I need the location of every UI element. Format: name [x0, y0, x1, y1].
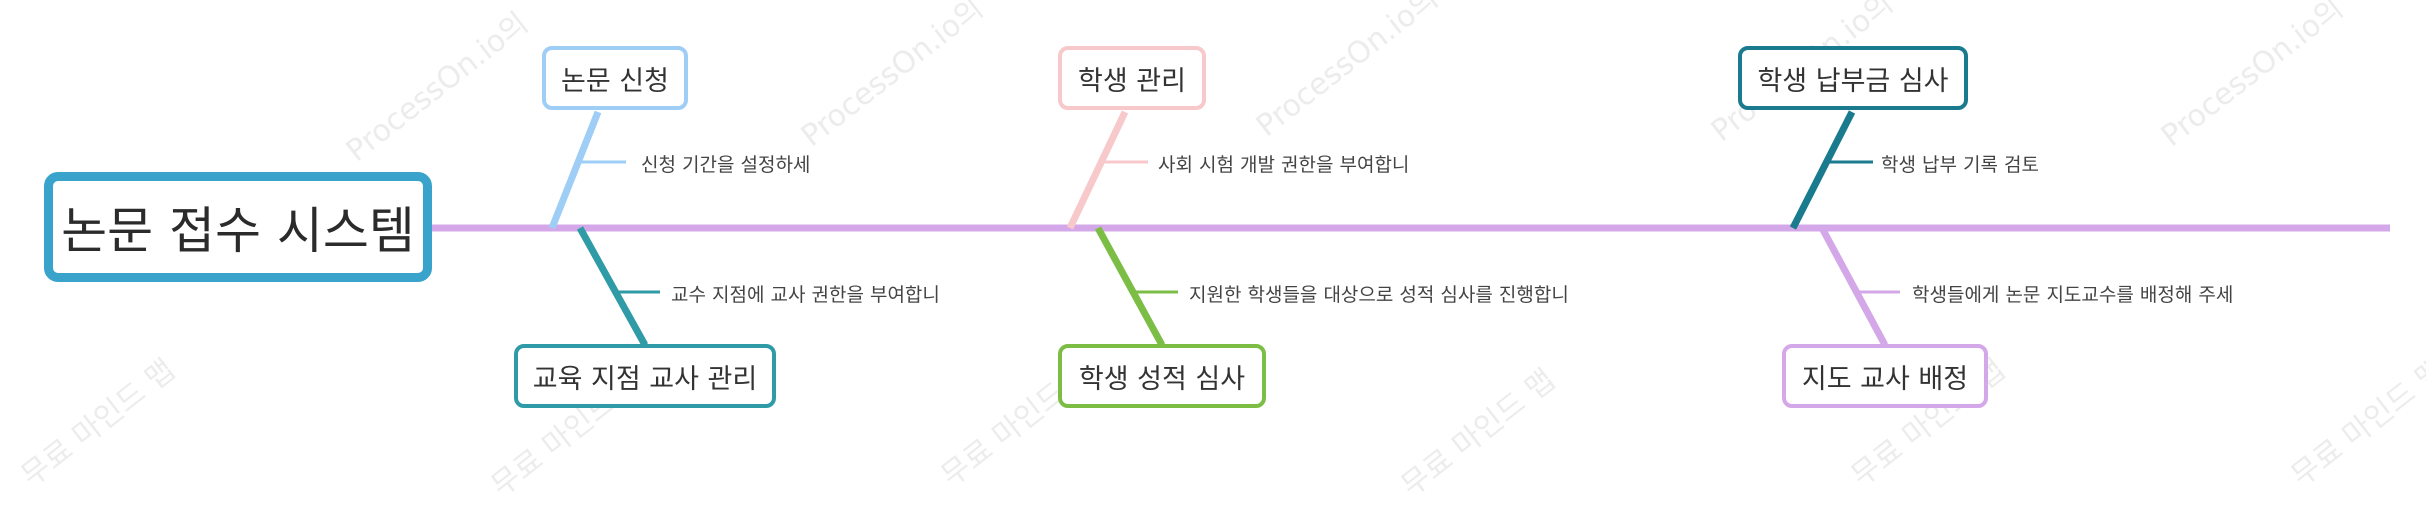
detail-student-management[interactable]: 사회 시험 개발 권한을 부여합니	[1158, 154, 1410, 176]
topic-advisor-assignment[interactable]: 지도 교사 배정	[1782, 344, 1988, 408]
branch-line-advisor-assignment	[1818, 226, 1889, 347]
detail-student-grade-review[interactable]: 지원한 학생들을 대상으로 성적 심사를 진행합니	[1189, 284, 1569, 306]
branch-line-student-grade-review	[1094, 226, 1166, 347]
topic-student-management[interactable]: 학생 관리	[1058, 46, 1206, 110]
branch-line-student-management	[1066, 110, 1129, 230]
root-topic[interactable]: 논문 접수 시스템	[44, 172, 432, 282]
fishbone-connectors	[430, 110, 2390, 347]
branch-line-paper-application	[548, 110, 602, 230]
topic-student-grade-review[interactable]: 학생 성적 심사	[1058, 344, 1266, 408]
detail-branch-teacher-management[interactable]: 교수 지점에 교사 권한을 부여합니	[671, 284, 940, 306]
branch-line-branch-teacher-management	[576, 226, 649, 347]
topic-student-fee-review[interactable]: 학생 납부금 심사	[1738, 46, 1968, 110]
topic-paper-application[interactable]: 논문 신청	[542, 46, 688, 110]
detail-paper-application[interactable]: 신청 기간을 설정하세	[641, 154, 811, 176]
topic-branch-teacher-management[interactable]: 교육 지점 교사 관리	[514, 344, 776, 408]
detail-student-fee-review[interactable]: 학생 납부 기록 검토	[1881, 154, 2039, 176]
detail-advisor-assignment[interactable]: 학생들에게 논문 지도교수를 배정해 주세	[1912, 284, 2234, 306]
branch-line-student-fee-review	[1789, 110, 1856, 230]
